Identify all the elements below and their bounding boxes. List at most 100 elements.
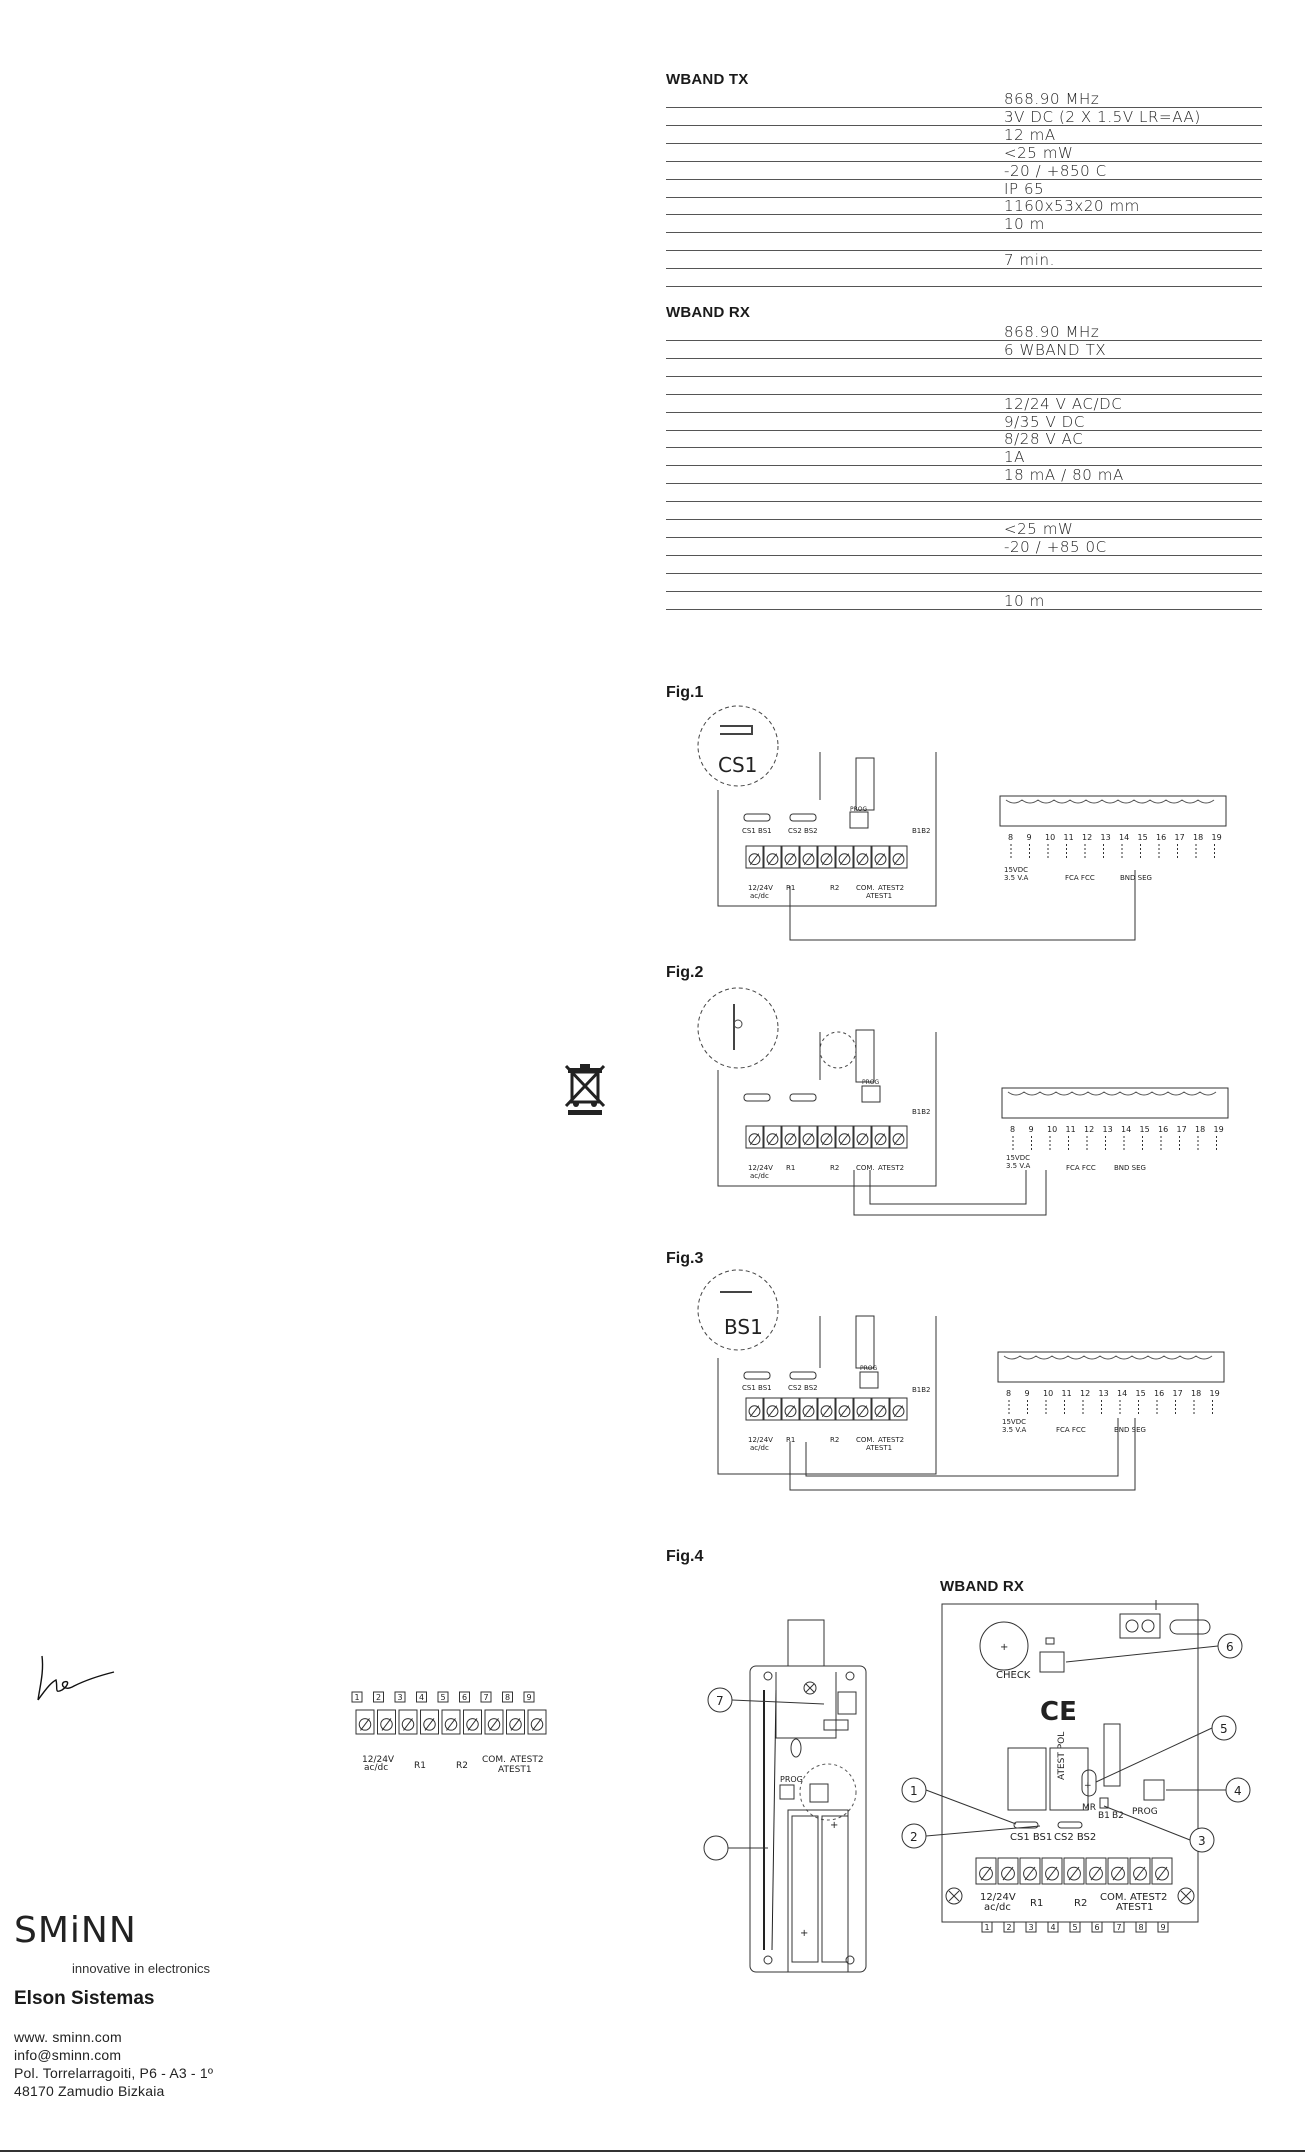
svg-text:PROG: PROG: [1132, 1807, 1158, 1817]
terminal-number: 5: [1073, 1923, 1078, 1932]
alarm-terminal-number: 17: [1177, 1125, 1187, 1134]
svg-text:R1: R1: [786, 884, 795, 892]
fig4-rx-title: WBAND RX: [940, 1578, 1025, 1595]
svg-text:PROG: PROG: [860, 1365, 878, 1372]
terminal-number: 5: [441, 1693, 446, 1702]
tx-spec-row: 1160x53x20 mm: [666, 197, 1262, 216]
tx-spec-row: 10 m: [666, 215, 1262, 234]
alarm-terminal-number: 15: [1140, 1125, 1150, 1134]
fig1-jumper-left: CS1 BS1: [742, 827, 772, 835]
svg-text:3.5 V.A: 3.5 V.A: [1002, 1426, 1026, 1434]
fig2-wiring-diagram: PROG B1B2 12/24V ac/dc R1 R2 COM. ATEST2…: [697, 987, 1229, 1216]
svg-text:CS2 BS2: CS2 BS2: [1054, 1832, 1096, 1843]
svg-text:BND SEG: BND SEG: [1114, 1164, 1146, 1172]
tx-spec-row: 7 min.: [666, 251, 1262, 270]
svg-text:12/24V: 12/24V: [980, 1892, 1016, 1903]
svg-text:ATEST2: ATEST2: [878, 1164, 904, 1172]
fig1-prog: PROG: [850, 806, 868, 813]
terminal-number: 2: [376, 1693, 381, 1702]
alarm-terminal-number: 14: [1119, 833, 1129, 842]
address-line-2: 48170 Zamudio Bizkaia: [14, 2083, 165, 2099]
svg-text:CS1 BS1: CS1 BS1: [742, 1384, 772, 1392]
svg-text:ac/dc: ac/dc: [364, 1763, 388, 1773]
alarm-terminal-number: 11: [1062, 1389, 1072, 1398]
tx-spec-row: IP 65: [666, 180, 1262, 198]
alarm-terminal-number: 11: [1064, 833, 1074, 842]
rx-spec-row: [666, 359, 1262, 377]
alarm-terminal-number: 8: [1010, 1125, 1015, 1134]
callout-5: 5: [1220, 1722, 1228, 1736]
alarm-terminal-number: 13: [1103, 1125, 1113, 1134]
address-line-1: Pol. Torrelarragoiti, P6 - A3 - 1º: [14, 2065, 214, 2081]
svg-text:ATEST2: ATEST2: [878, 884, 904, 892]
svg-text:+: +: [830, 1820, 838, 1831]
fig1-b1b2: B1B2: [912, 827, 931, 835]
rx-b1-label: B1: [1098, 1811, 1110, 1821]
alarm-terminal-number: 12: [1084, 1125, 1094, 1134]
svg-text:12/24V: 12/24V: [748, 884, 773, 892]
svg-text:ATEST1: ATEST1: [498, 1765, 532, 1775]
tx-spec-value: 10 m: [1004, 215, 1045, 234]
terminal-number: 8: [1139, 1923, 1144, 1932]
alarm-terminal-number: 15: [1138, 833, 1148, 842]
terminal-number: 6: [1095, 1923, 1100, 1932]
svg-text:FCA FCC: FCA FCC: [1066, 1164, 1096, 1172]
rx-spec-value: 6 WBAND TX: [1004, 340, 1107, 359]
callout-3: 3: [1198, 1834, 1206, 1848]
svg-text:R1: R1: [786, 1164, 795, 1172]
svg-text:12/24V: 12/24V: [748, 1164, 773, 1172]
rx-check-label: CHECK: [996, 1670, 1031, 1681]
terminal-number: 4: [1051, 1923, 1056, 1932]
fig1-label: Fig.1: [666, 684, 704, 701]
terminal-number: 9: [1161, 1923, 1166, 1932]
fig2-label: Fig.2: [666, 964, 704, 981]
svg-text:R1: R1: [414, 1761, 426, 1771]
callout-6: 6: [1226, 1640, 1234, 1654]
rx-spec-value: 10 m: [1004, 591, 1045, 610]
tx-spec-value: 12 mA: [1004, 125, 1056, 144]
rx-spec-row: [666, 377, 1262, 395]
website-link[interactable]: www. sminn.com: [14, 2029, 122, 2045]
svg-text:PROG: PROG: [862, 1079, 880, 1086]
email-link[interactable]: info@sminn.com: [14, 2047, 122, 2063]
alarm-terminal-number: 19: [1212, 833, 1222, 842]
rx-mr-label: MR: [1082, 1803, 1096, 1813]
rx-b2-label: B2: [1112, 1811, 1124, 1821]
rx-spec-value: 8/28 V AC: [1004, 430, 1084, 449]
rx-spec-value: 9/35 V DC: [1004, 412, 1085, 431]
svg-text:ac/dc: ac/dc: [750, 1444, 769, 1452]
terminal-number: 7: [484, 1693, 489, 1702]
svg-text:R2: R2: [830, 884, 839, 892]
rx-spec-row: 9/35 V DC: [666, 413, 1262, 431]
alarm-terminal-number: 18: [1195, 1125, 1205, 1134]
tx-spec-value: 1160x53x20 mm: [1004, 197, 1140, 216]
svg-text:FCA FCC: FCA FCC: [1056, 1426, 1086, 1434]
rx-spec-row: [666, 502, 1262, 520]
terminal-number: 3: [1029, 1923, 1034, 1932]
svg-text:BND SEG: BND SEG: [1120, 874, 1152, 882]
svg-text:ac/dc: ac/dc: [750, 892, 769, 900]
rx-spec-row: 8/28 V AC: [666, 430, 1262, 449]
terminal-number: 1: [985, 1923, 990, 1932]
alarm-terminal-number: 10: [1045, 833, 1055, 842]
svg-text:R2: R2: [830, 1436, 839, 1444]
terminal-number: 6: [462, 1693, 467, 1702]
alarm-terminal-number: 9: [1029, 1125, 1034, 1134]
rx-spec-value: <25 mW: [1004, 519, 1074, 538]
alarm-terminal-number: 9: [1027, 833, 1032, 842]
tx-spec-value: 3V DC (2 X 1.5V LR=AA): [1004, 107, 1201, 126]
rx-spec-value: 18 mA / 80 mA: [1004, 466, 1124, 485]
svg-text:12/24V: 12/24V: [748, 1436, 773, 1444]
svg-text:PROG: PROG: [780, 1775, 803, 1784]
fig3-zoom-label: BS1: [724, 1315, 763, 1339]
svg-text:ATEST1: ATEST1: [866, 892, 892, 900]
fig1-zoom-label: CS1: [718, 753, 757, 777]
svg-text:15VDC: 15VDC: [1006, 1154, 1030, 1162]
tx-spec-value: 868.90 MHz: [1004, 90, 1100, 108]
tx-spec-row: [666, 269, 1262, 287]
svg-text:ATEST2: ATEST2: [878, 1436, 904, 1444]
svg-text:BND SEG: BND SEG: [1114, 1426, 1146, 1434]
callout-1: 1: [910, 1784, 918, 1798]
rx-spec-row: -20 / +85 0C: [666, 538, 1262, 556]
